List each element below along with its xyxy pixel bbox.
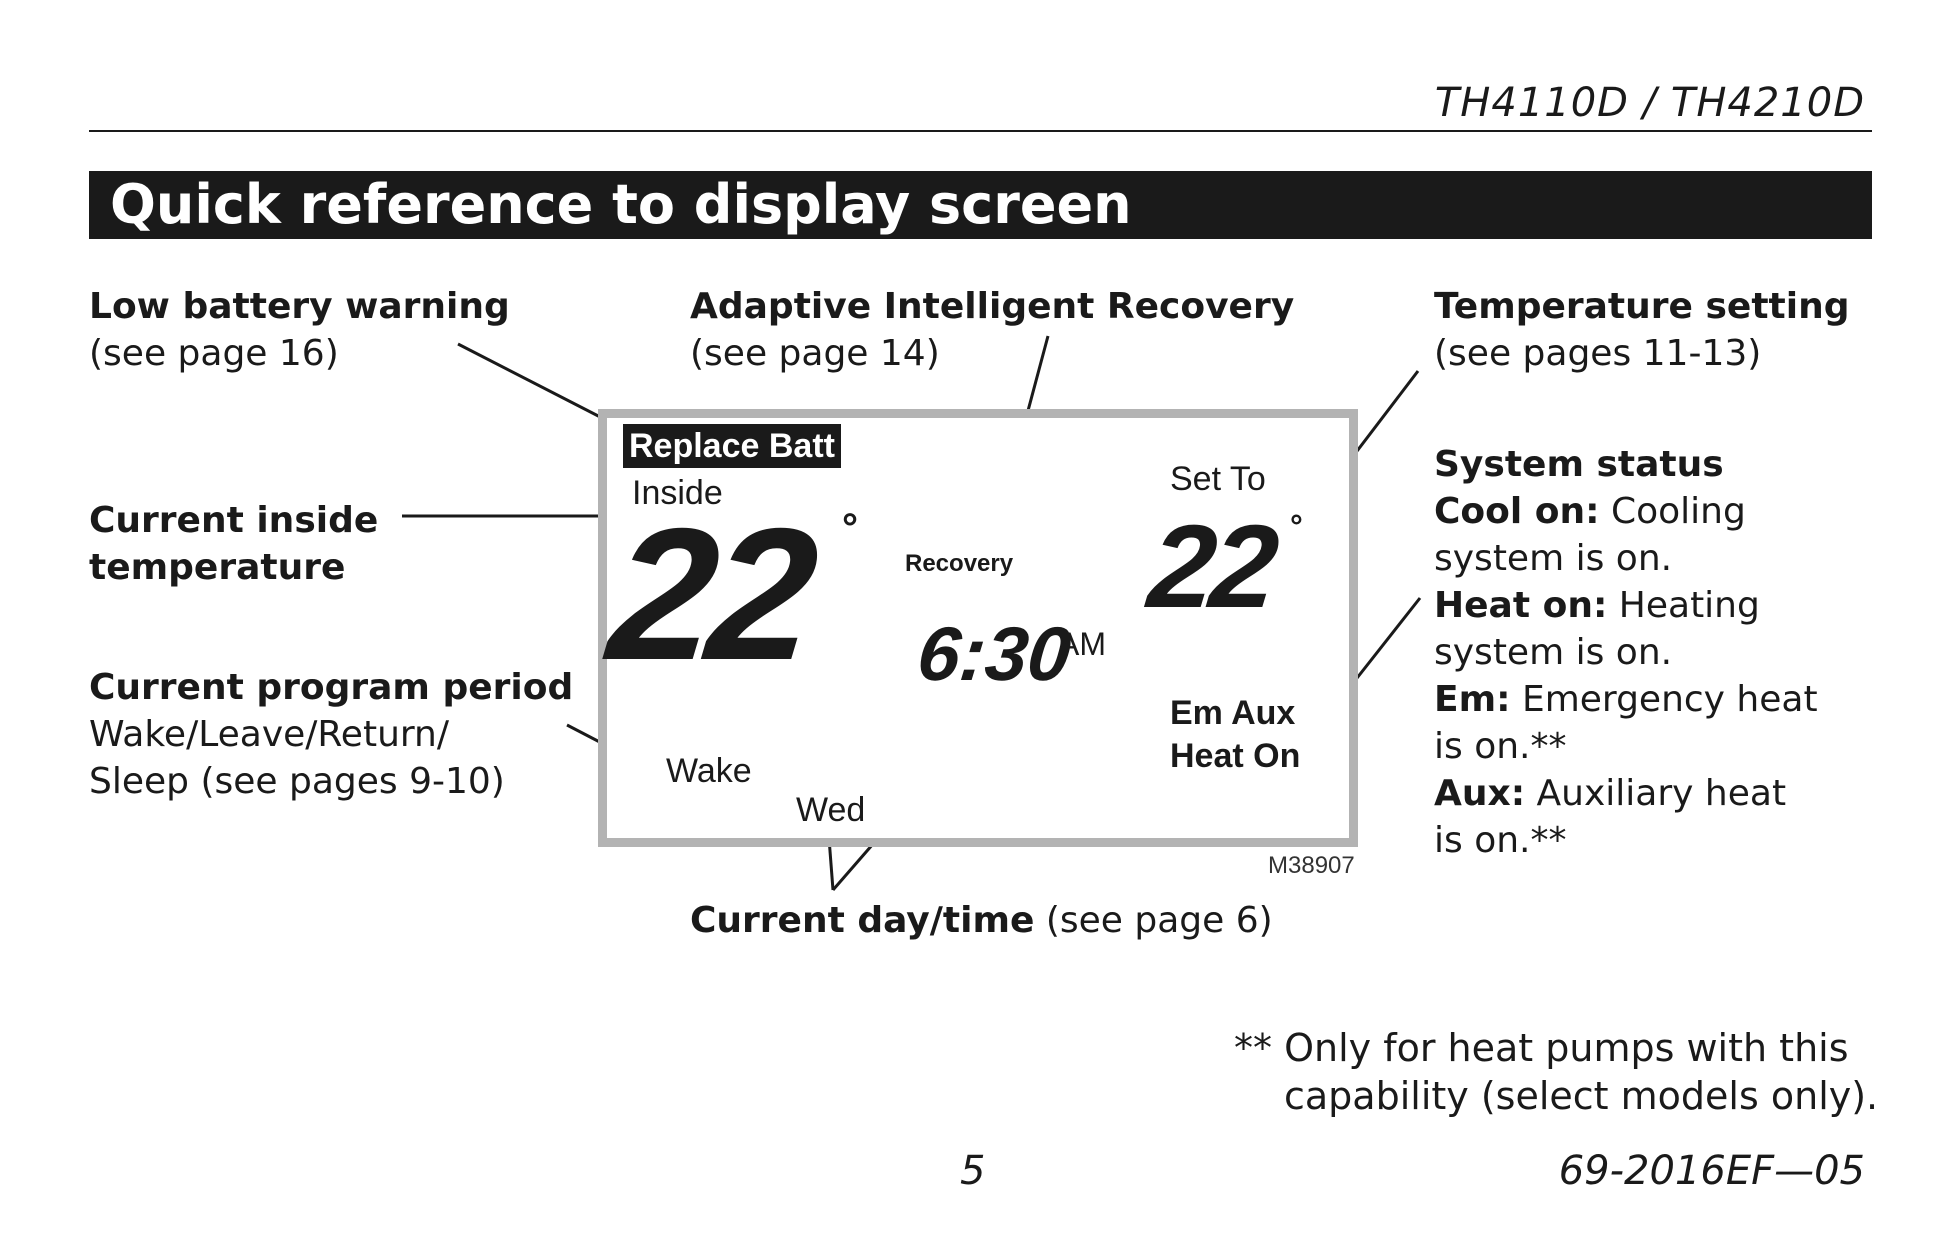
footnote-line2: capability (select models only). (1284, 1074, 1879, 1118)
callout-day-time-detail: (see page 6) (1034, 900, 1273, 941)
page-number: 5 (960, 1148, 986, 1194)
callout-low-battery-detail: (see page 16) (89, 333, 339, 374)
inside-degree-symbol: ° (842, 506, 858, 550)
cool-on-desc: Cooling (1599, 491, 1746, 532)
thermostat-display (598, 409, 1358, 847)
callout-program-period-label: Current program period (89, 667, 574, 708)
aux-line2: is on.** (1434, 820, 1567, 861)
document-code: 69-2016EF—05 (1558, 1148, 1865, 1194)
status-em-aux: Em Aux (1170, 694, 1296, 732)
status-heat-on: Heat On (1170, 737, 1301, 775)
inside-temperature: 22 (600, 489, 821, 699)
callout-program-period-line1: Wake/Leave/Return/ (89, 714, 449, 755)
callout-day-time: Current day/time (see page 6) (690, 897, 1273, 944)
callout-air-detail: (see page 14) (690, 333, 940, 374)
callout-temp-setting-detail: (see pages 11-13) (1434, 333, 1762, 374)
callout-system-status: System status Cool on: Cooling system is… (1434, 441, 1818, 864)
heat-on-line2: system is on. (1434, 632, 1673, 673)
callout-air-label: Adaptive Intelligent Recovery (690, 286, 1295, 327)
callout-air: Adaptive Intelligent Recovery (see page … (690, 283, 1294, 377)
aux-desc: Auxiliary heat (1525, 773, 1787, 814)
model-number: TH4110D / TH4210D (1434, 80, 1865, 126)
system-status-label: System status (1434, 444, 1724, 485)
clock-ampm: AM (1058, 626, 1106, 662)
set-degree-symbol: ° (1290, 508, 1303, 544)
figure-id: M38907 (1268, 852, 1355, 879)
clock-time: 6:30 (913, 612, 1075, 697)
set-to-label: Set To (1170, 460, 1266, 498)
callout-program-period: Current program period Wake/Leave/Return… (89, 664, 573, 805)
callout-inside-temp-line1: Current inside (89, 500, 379, 541)
callout-low-battery-label: Low battery warning (89, 286, 510, 327)
aux-key: Aux: (1434, 773, 1526, 814)
day-of-week: Wed (796, 791, 866, 829)
cool-on-key: Cool on: (1434, 491, 1600, 532)
callout-temp-setting: Temperature setting (see pages 11-13) (1434, 283, 1849, 377)
callout-day-time-label: Current day/time (690, 900, 1035, 941)
callout-inside-temp: Current inside temperature (89, 497, 378, 591)
em-line2: is on.** (1434, 726, 1567, 767)
header-rule (89, 130, 1872, 132)
replace-batt-indicator: Replace Batt (623, 424, 841, 468)
callout-temp-setting-label: Temperature setting (1434, 286, 1850, 327)
heat-on-desc: Heating (1607, 585, 1760, 626)
inside-label: Inside (632, 474, 723, 512)
program-period-wake: Wake (666, 752, 752, 790)
set-temperature: 22 (1143, 501, 1281, 633)
em-key: Em: (1434, 679, 1511, 720)
em-desc: Emergency heat (1510, 679, 1818, 720)
callout-inside-temp-line2: temperature (89, 547, 346, 588)
heat-on-key: Heat on: (1434, 585, 1608, 626)
page-title: Quick reference to display screen (110, 173, 1132, 236)
title-banner (89, 171, 1872, 239)
leader-system-status (1344, 597, 1422, 693)
callout-program-period-line2: Sleep (see pages 9-10) (89, 761, 505, 802)
cool-on-line2: system is on. (1434, 538, 1673, 579)
recovery-indicator: Recovery (905, 550, 1014, 577)
footnote-line1: ** Only for heat pumps with this (1234, 1026, 1849, 1070)
leader-low-battery (457, 342, 609, 423)
footnote: ** Only for heat pumps with this capabil… (1234, 1024, 1878, 1120)
callout-low-battery: Low battery warning (see page 16) (89, 283, 510, 377)
